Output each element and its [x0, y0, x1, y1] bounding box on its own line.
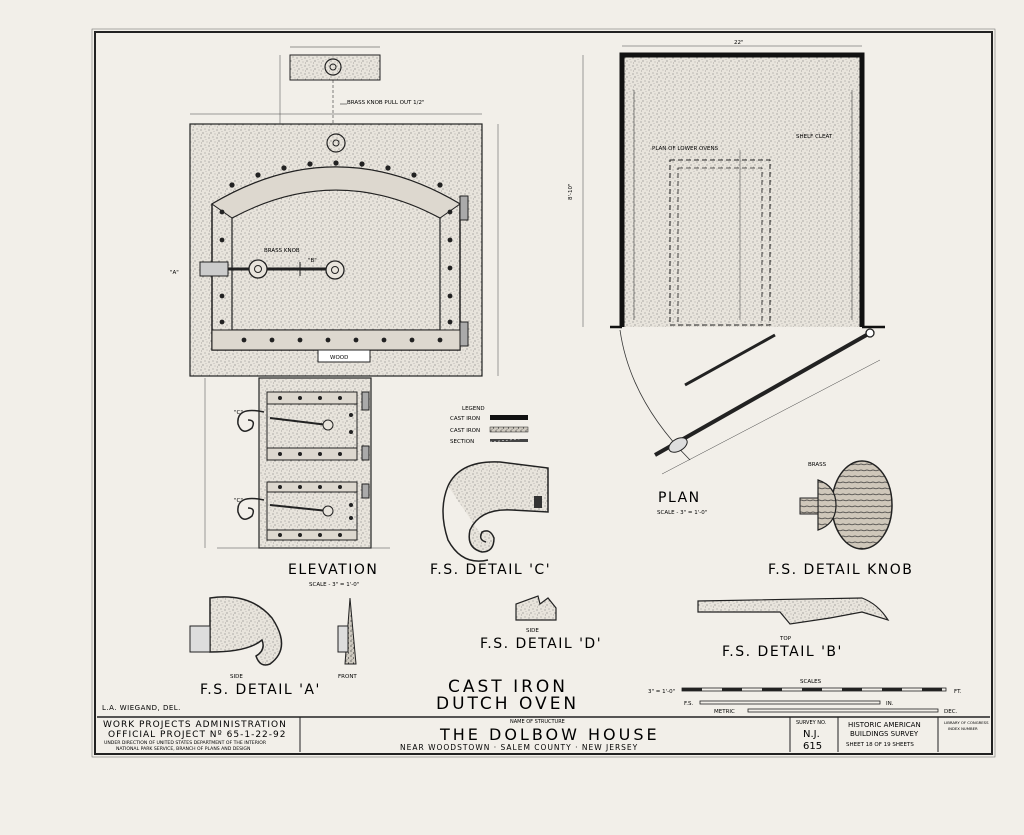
brass-knob-pull-out-label: BRASS KNOB PULL OUT 1/2": [347, 100, 425, 106]
scale-row-2: F.S.: [684, 701, 694, 707]
legend-item-2: CAST IRON: [450, 428, 480, 434]
wood-label: WOOD: [330, 355, 348, 361]
scale-row-3-unit: DEC.: [944, 709, 958, 715]
scale-row-1-unit: FT.: [954, 689, 962, 695]
plan-width-dim: 22": [734, 40, 744, 46]
detail-a-title: F.S. DETAIL 'A': [200, 682, 321, 698]
title-block: [97, 716, 990, 752]
plan-depth-dim: 8'-10": [568, 183, 574, 200]
library-line-2: INDEX NUMBER: [948, 726, 978, 731]
habs-line-2: BUILDINGS SURVEY: [850, 730, 919, 738]
survey-number: 615: [803, 741, 822, 752]
survey-no-label: SURVEY NO.: [796, 720, 827, 726]
shelf-cleat-label: SHELF CLEAT: [796, 134, 833, 140]
detail-knob-title: F.S. DETAIL KNOB: [768, 562, 913, 578]
survey-state: N.J.: [803, 729, 820, 740]
detail-c-title: F.S. DETAIL 'C': [430, 562, 551, 578]
detail-c-scroll: [447, 461, 549, 553]
marker-a: "A": [170, 270, 179, 276]
marker-c-upper: "C": [234, 410, 243, 416]
scales-title: SCALES: [800, 679, 822, 685]
plan-title: PLAN: [658, 490, 701, 506]
brass-knob-label: BRASS KNOB: [264, 248, 300, 254]
branch-label: NATIONAL PARK SERVICE, BRANCH OF PLANS A…: [116, 746, 250, 752]
detail-b-top: TOP: [779, 636, 792, 642]
legend-item-1: CAST IRON: [450, 416, 480, 422]
name-of-structure-label: NAME OF STRUCTURE: [510, 719, 565, 725]
structure-location: NEAR WOODSTOWN · SALEM COUNTY · NEW JERS…: [400, 743, 638, 752]
detail-a-front: FRONT: [338, 674, 357, 680]
subject-line-2: DUTCH OVEN: [436, 694, 579, 714]
detail-a-side: SIDE: [230, 674, 243, 680]
legend-item-3: SECTION: [450, 439, 474, 445]
elevation-scale: SCALE - 3" = 1'-0": [309, 582, 359, 588]
scale-row-2-unit: IN.: [886, 701, 894, 707]
scale-row-3: METRIC: [714, 709, 735, 715]
graphic-scales: [681, 687, 947, 713]
habs-line-1: HISTORIC AMERICAN: [848, 721, 921, 729]
project-label: OFFICIAL PROJECT Nº 65-1-22-92: [108, 730, 286, 740]
sheet-border: [94, 31, 993, 755]
knob-detail: [799, 460, 893, 550]
elevation-view: [189, 46, 499, 549]
structure-name: THE DOLBOW HOUSE: [439, 725, 660, 744]
delineator: L.A. WIEGAND, DEL.: [102, 704, 181, 712]
elevation-title: ELEVATION: [288, 562, 378, 578]
plan-scale: SCALE - 3" = 1'-0": [657, 510, 707, 516]
marker-b: "B": [308, 258, 317, 264]
marker-c-lower: "C": [234, 498, 243, 504]
sheet-number: SHEET 18 OF 19 SHEETS: [846, 742, 914, 748]
subject-line-1: CAST IRON: [448, 677, 568, 697]
legend-title: LEGEND: [462, 406, 485, 412]
scale-row-1: 3" = 1'-0": [648, 689, 675, 695]
direction-label: UNDER DIRECTION OF UNITED STATES DEPARTM…: [104, 740, 267, 746]
detail-b-title: F.S. DETAIL 'B': [722, 644, 843, 660]
detail-d-title: F.S. DETAIL 'D': [480, 636, 602, 652]
plan-view: [582, 45, 885, 475]
detail-d-side: SIDE: [526, 628, 539, 634]
knob-brass-label: BRASS: [808, 462, 827, 468]
agency-label: WORK PROJECTS ADMINISTRATION: [103, 720, 287, 730]
lower-ovens-label: PLAN OF LOWER OVENS: [652, 146, 719, 152]
legend-swatches: [489, 415, 529, 443]
library-line-1: LIBRARY OF CONGRESS: [944, 720, 989, 725]
